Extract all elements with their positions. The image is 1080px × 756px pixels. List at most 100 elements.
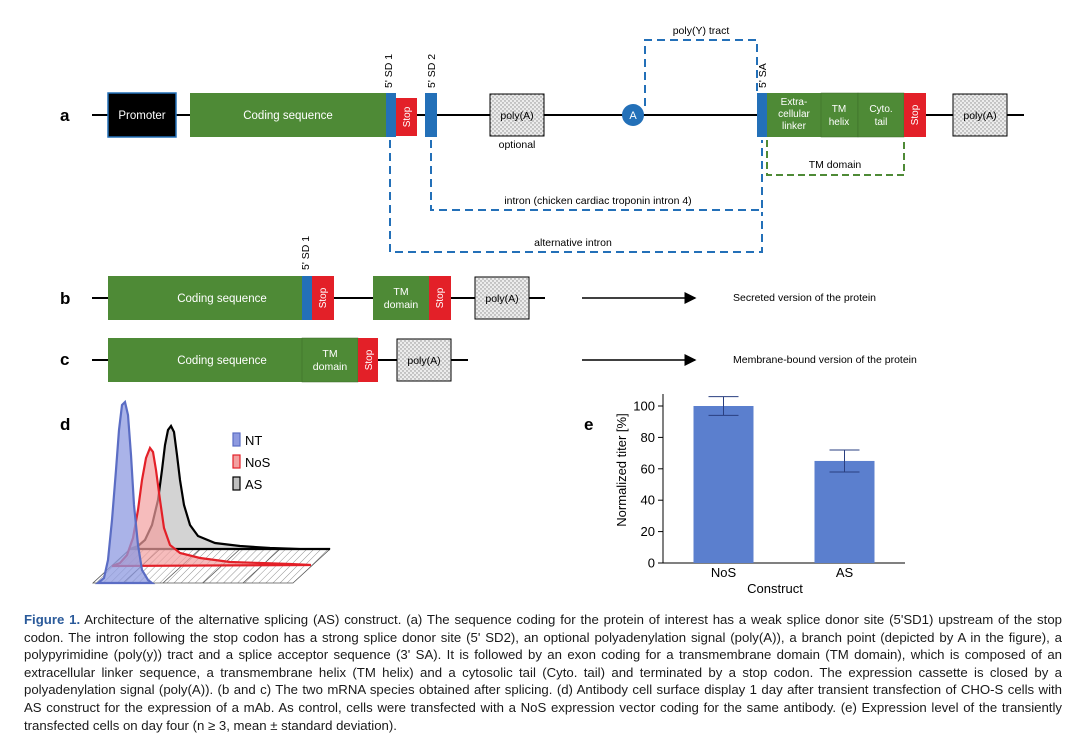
polyY-label: poly(Y) tract: [673, 25, 730, 37]
stop-label-b2: Stop: [435, 287, 446, 308]
tm-helix-block: TM helix: [820, 92, 859, 138]
legend-label-nt: NT: [245, 433, 262, 448]
legend-item-nt: NT: [232, 432, 262, 448]
legend-item-nos: NoS: [232, 454, 271, 470]
polya-label-a1: poly(A): [500, 110, 533, 122]
polya-label-a2: poly(A): [963, 110, 996, 122]
histogram-legend: NT NoS AS: [232, 432, 271, 492]
legend-label-as: AS: [245, 477, 263, 492]
sa-label: 5' SA: [757, 63, 769, 88]
polya-block-a2: poly(A): [952, 93, 1008, 137]
coding-sequence-label-c: Coding sequence: [177, 355, 267, 367]
legend-item-as: AS: [232, 476, 263, 492]
sd1-label-b: 5' SD 1: [300, 236, 312, 270]
x-tick-label-nos: NoS: [711, 565, 737, 580]
polya-block-c: poly(A): [396, 338, 452, 382]
y-tick-label: 20: [641, 524, 655, 539]
tm-helix-line2: helix: [829, 117, 850, 128]
tm-domain-c-line2: domain: [313, 361, 348, 373]
intron-bracket: [430, 140, 763, 211]
tm-domain-c-line1: TM: [322, 348, 337, 360]
polya-block-b: poly(A): [474, 276, 530, 320]
sd1-site-b: [302, 276, 312, 320]
svg-text:Cyto.tail: Cyto. tail: [869, 104, 892, 128]
optional-label: optional: [499, 139, 536, 151]
alt-intron-bracket: [389, 140, 763, 253]
cyto-tail-line2: tail: [875, 117, 888, 128]
coding-sequence-label-b: Coding sequence: [177, 293, 267, 305]
tm-domain-b-line1: TM: [393, 286, 408, 298]
intron-label: intron (chicken cardiac troponin intron …: [504, 195, 691, 207]
result-label-c: Membrane-bound version of the protein: [733, 354, 917, 366]
caption-label: Figure 1.: [24, 612, 81, 627]
stop-block-c: Stop: [358, 338, 378, 382]
histogram-nt-trace: [94, 399, 156, 585]
coding-sequence-block-a: Coding sequence: [190, 93, 386, 137]
result-label-b: Secreted version of the protein: [733, 292, 876, 304]
panel-label-b: b: [60, 289, 70, 308]
sd1-label-a: 5' SD 1: [383, 54, 395, 88]
tm-domain-bracket: [766, 140, 905, 176]
tm-helix-line1: TM: [832, 104, 846, 115]
y-tick-label: 100: [633, 399, 655, 414]
extracellular-linker-line3: linker: [782, 121, 807, 132]
stop-block-b2: Stop: [429, 276, 451, 320]
x-axis-label: Construct: [747, 581, 803, 596]
alt-intron-label: alternative intron: [534, 237, 612, 249]
caption-text: Architecture of the alternative splicing…: [24, 612, 1062, 733]
cyto-tail-block: Cyto. tail: [857, 92, 905, 138]
polya-block-a1: poly(A): [489, 93, 545, 137]
bar-nos: [693, 406, 754, 563]
y-tick-label: 60: [641, 461, 655, 476]
stop-label-c: Stop: [364, 349, 375, 370]
sd2-label: 5' SD 2: [426, 54, 438, 88]
stop-block-a1: Stop: [396, 98, 417, 136]
panel-label-e: e: [584, 415, 593, 434]
panel-label-c: c: [60, 350, 69, 369]
promoter-block: Promoter: [107, 92, 177, 138]
x-tick-label-as: AS: [836, 565, 854, 580]
legend-swatch-nos: [232, 454, 241, 469]
histogram-overlay: NT NoS AS: [91, 399, 332, 585]
bars: NoS AS: [693, 396, 875, 580]
stop-label-a1: Stop: [402, 106, 413, 127]
stop-block-b1: Stop: [312, 276, 334, 320]
y-axis-label: Normalized titer [%]: [614, 413, 629, 526]
legend-label-nos: NoS: [245, 455, 271, 470]
polya-label-c: poly(A): [407, 355, 440, 367]
tm-domain-b-line2: domain: [384, 299, 419, 311]
figure-canvas: a Promoter Coding sequence 5' SD 1 Stop …: [60, 25, 1024, 596]
stop-label-b1: Stop: [318, 287, 329, 308]
coding-sequence-label-a: Coding sequence: [243, 110, 333, 122]
panel-label-a: a: [60, 106, 70, 125]
y-tick-label: 0: [648, 556, 655, 571]
bar-as: [814, 460, 875, 563]
polya-label-b: poly(A): [485, 293, 518, 305]
sd2-site: [425, 93, 437, 137]
coding-sequence-block-c: Coding sequence: [108, 338, 302, 382]
cyto-tail-line1: Cyto.: [869, 104, 892, 115]
figure: a Promoter Coding sequence 5' SD 1 Stop …: [60, 25, 1024, 596]
extracellular-linker-line2: cellular: [778, 109, 810, 120]
tm-domain-label: TM domain: [809, 159, 862, 171]
branch-point-label: A: [629, 110, 637, 122]
polyY-bracket: [644, 39, 758, 106]
coding-sequence-block-b: Coding sequence: [108, 276, 302, 320]
stop-block-a2: Stop: [904, 93, 926, 137]
sa-site: [757, 93, 767, 137]
panel-label-d: d: [60, 415, 70, 434]
promoter-label: Promoter: [118, 110, 165, 122]
sd1-site-a: [386, 93, 396, 137]
legend-swatch-as: [232, 476, 241, 491]
legend-swatch-nt: [232, 432, 241, 447]
branch-point: A: [622, 104, 644, 126]
